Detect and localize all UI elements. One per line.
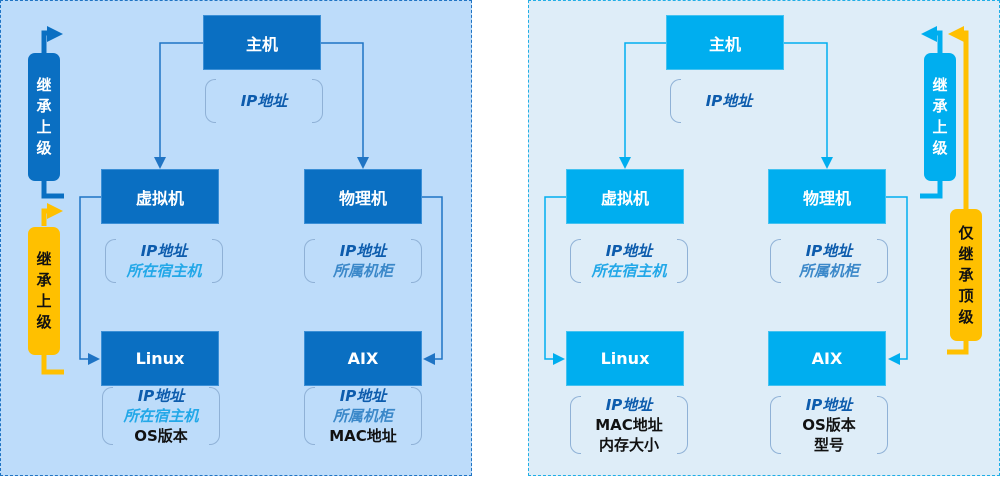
edge-host-to-physical — [784, 42, 833, 169]
pill-char: 继 — [36, 250, 52, 268]
attrs-host: IP地址 — [205, 79, 323, 123]
attr-ip: IP地址 — [140, 242, 188, 260]
attr-ip: IP地址 — [805, 242, 853, 260]
attr-host-machine: 所在宿主机 — [591, 262, 667, 280]
node-linux[interactable]: Linux — [566, 331, 684, 386]
attrs-vm: IP地址 所在宿主机 — [570, 239, 688, 283]
attrs-aix: IP地址 OS版本 型号 — [770, 396, 888, 454]
pill-char: 继 — [36, 76, 52, 94]
attr-ip: IP地址 — [137, 387, 185, 405]
edge-vm-to-linux — [544, 196, 566, 365]
attrs-physical: IP地址 所属机柜 — [770, 239, 888, 283]
attr-mac: MAC地址 — [595, 416, 663, 434]
attr-ip: IP地址 — [705, 92, 753, 110]
inherit-top-pill-yellow: 仅 继 承 顶 级 — [950, 209, 982, 341]
pill-char: 承 — [958, 265, 974, 284]
attrs-linux: IP地址 MAC地址 内存大小 — [570, 396, 688, 454]
attr-ip: IP地址 — [339, 387, 387, 405]
attrs-host: IP地址 — [670, 79, 788, 123]
node-linux[interactable]: Linux — [101, 331, 219, 386]
pill-char: 承 — [36, 271, 52, 289]
left-connectors — [41, 26, 443, 375]
attr-cabinet: 所属机柜 — [798, 262, 859, 280]
attr-ip: IP地址 — [605, 396, 653, 414]
edge-vm-to-linux — [79, 196, 101, 365]
right-panel-inherit-top: 继 承 上 级 仅 继 承 顶 级 主机 IP地址 虚拟机 IP地址 所在宿主机… — [528, 0, 1000, 476]
pill-char: 上 — [36, 118, 52, 136]
attr-memory: 内存大小 — [598, 436, 659, 454]
left-panel-inherit-parent: 继 承 上 级 继 承 上 级 主机 IP地址 虚拟机 IP地址 所在宿主机 物… — [0, 0, 472, 476]
inherit-parent-pill-blue: 继 承 上 级 — [924, 53, 956, 181]
attrs-aix: IP地址 所属机柜 MAC地址 — [304, 387, 422, 445]
attr-os-version: OS版本 — [134, 427, 188, 445]
attrs-vm: IP地址 所在宿主机 — [105, 239, 223, 283]
pill-char: 级 — [958, 307, 974, 326]
pill-char: 级 — [36, 313, 52, 331]
attr-cabinet: 所属机柜 — [332, 262, 393, 280]
attr-ip: IP地址 — [605, 242, 653, 260]
attr-ip: IP地址 — [339, 242, 387, 260]
attr-cabinet: 所属机柜 — [332, 407, 393, 425]
attrs-physical: IP地址 所属机柜 — [304, 239, 422, 283]
pill-char: 顶 — [958, 286, 974, 305]
inherit-parent-pill-yellow: 继 承 上 级 — [28, 227, 60, 355]
edge-host-to-vm — [154, 42, 204, 169]
node-aix[interactable]: AIX — [768, 331, 886, 386]
attrs-linux: IP地址 所在宿主机 OS版本 — [102, 387, 220, 445]
attr-host-machine: 所在宿主机 — [123, 407, 199, 425]
attr-host-machine: 所在宿主机 — [126, 262, 202, 280]
pill-char: 仅 — [958, 223, 974, 242]
pill-char: 承 — [36, 97, 52, 115]
inherit-parent-pill-blue: 继 承 上 级 — [28, 53, 60, 181]
pill-char: 级 — [36, 139, 52, 157]
attr-model: 型号 — [813, 436, 844, 454]
attr-mac: MAC地址 — [329, 427, 397, 445]
pill-char: 继 — [958, 244, 974, 263]
node-physical[interactable]: 物理机 — [304, 169, 422, 224]
pill-char: 上 — [36, 292, 52, 310]
node-vm[interactable]: 虚拟机 — [101, 169, 219, 224]
node-physical[interactable]: 物理机 — [768, 169, 886, 224]
attr-ip: IP地址 — [805, 396, 853, 414]
attr-ip: IP地址 — [240, 92, 288, 110]
node-host[interactable]: 主机 — [203, 15, 321, 70]
edge-host-to-physical — [321, 42, 369, 169]
pill-char: 继 — [932, 76, 948, 94]
pill-char: 上 — [932, 118, 948, 136]
node-vm[interactable]: 虚拟机 — [566, 169, 684, 224]
pill-char: 承 — [932, 97, 948, 115]
node-host[interactable]: 主机 — [666, 15, 784, 70]
attr-os-version: OS版本 — [802, 416, 856, 434]
edge-physical-to-aix — [886, 196, 908, 365]
edge-physical-to-aix — [421, 196, 443, 365]
edge-host-to-vm — [619, 42, 666, 169]
node-aix[interactable]: AIX — [304, 331, 422, 386]
pill-char: 级 — [932, 139, 948, 157]
